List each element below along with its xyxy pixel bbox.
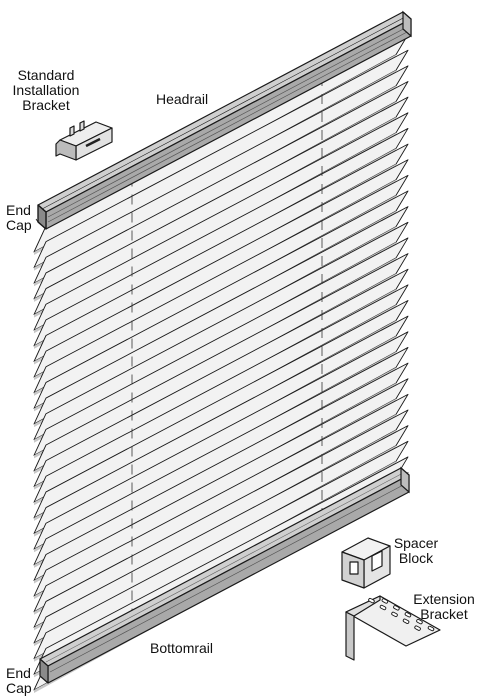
standard-installation-bracket [55, 120, 113, 161]
end-cap-bottom-label: End Cap [6, 666, 32, 696]
spacer-block-label: Spacer Block [388, 536, 444, 566]
extension-bracket-label: Extension Bracket [406, 592, 482, 622]
bracket-hole [402, 618, 410, 624]
bracket-hole [416, 618, 423, 625]
label-line: Cap [6, 217, 32, 233]
label-line: Installation [12, 82, 80, 98]
leader-lines [35, 218, 39, 223]
standard-installation-bracket-label: Standard Installation Bracket [6, 68, 86, 113]
label-line: Spacer [393, 535, 439, 551]
bracket-hole [391, 611, 398, 618]
bracket-hole [414, 625, 421, 631]
label-line: Block [398, 550, 434, 566]
label-line: Bottomrail [150, 640, 214, 656]
headrail-label: Headrail [156, 92, 208, 107]
spacer-block [341, 537, 391, 589]
bracket-hole [427, 625, 435, 632]
bottomrail-label: Bottomrail [150, 641, 213, 656]
label-line: Standard [17, 67, 75, 83]
end-cap-bottom [39, 658, 49, 684]
ladder-cords [131, 76, 323, 639]
end-cap-top-label: End Cap [6, 203, 32, 233]
label-line: End [6, 202, 31, 218]
label-line: Headrail [156, 91, 209, 107]
bracket-hole [404, 612, 412, 618]
extension-bracket [345, 595, 441, 661]
bracket-hole [381, 598, 389, 604]
bracket-hole [393, 605, 400, 611]
label-line: Cap [6, 680, 32, 696]
bracket-hole [368, 597, 375, 604]
end-cap-top [37, 204, 47, 230]
label-line: Extension [413, 591, 475, 607]
label-line: Bracket [22, 97, 70, 113]
end-cap-top-right [402, 10, 412, 38]
label-line: End [6, 665, 31, 681]
end-cap-bottom-right [400, 466, 410, 494]
label-line: Bracket [420, 606, 468, 622]
bracket-hole [379, 604, 387, 611]
